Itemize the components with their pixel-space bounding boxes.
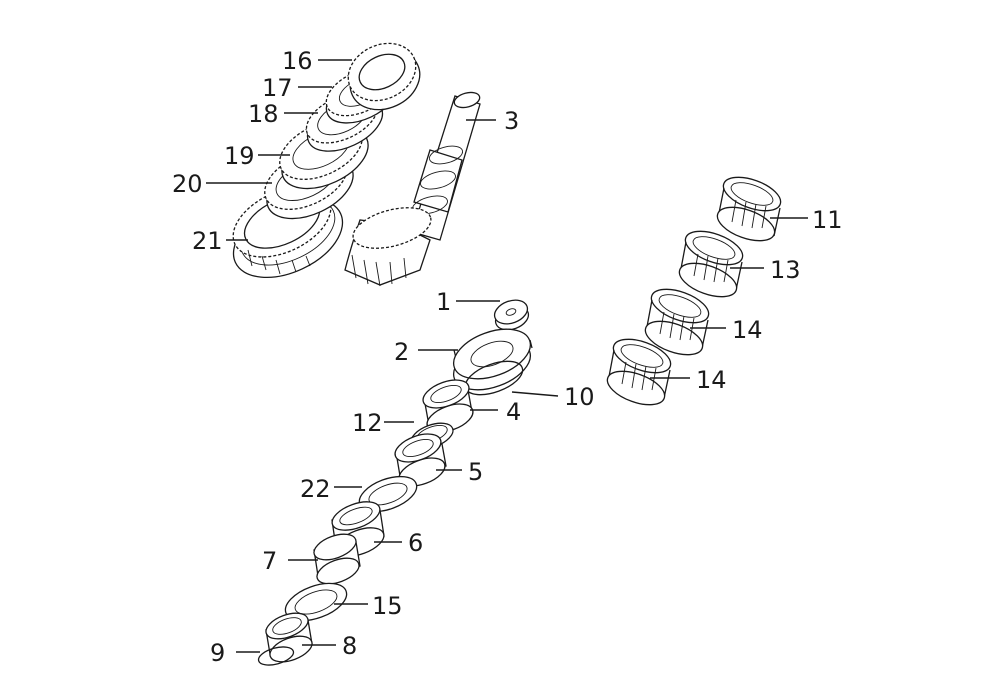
callout-12: 12	[352, 409, 383, 437]
part-14-needle-bearing-lower	[606, 338, 672, 406]
callout-13: 13	[770, 256, 801, 284]
leader-lines	[206, 59, 808, 653]
callout-3: 3	[504, 107, 519, 135]
callout-19: 19	[224, 142, 255, 170]
part-5-bushing	[394, 433, 447, 487]
callout-17: 17	[262, 74, 293, 102]
part-9-clip	[257, 646, 295, 666]
callout-15: 15	[372, 592, 403, 620]
callout-4: 4	[506, 398, 521, 426]
callout-20: 20	[172, 170, 203, 198]
part-11-needle-bearing	[716, 176, 782, 242]
part-16-gear	[347, 42, 421, 111]
callout-7: 7	[262, 547, 277, 575]
part-2-flange	[453, 328, 533, 391]
callout-8: 8	[342, 632, 357, 660]
callout-18: 18	[248, 100, 279, 128]
callout-9: 9	[210, 639, 225, 667]
callout-14-upper: 14	[732, 316, 763, 344]
part-14-needle-bearing-upper	[644, 288, 710, 356]
callout-21: 21	[192, 227, 223, 255]
callout-14-lower: 14	[696, 366, 727, 394]
callout-1: 1	[436, 288, 451, 316]
callout-6: 6	[408, 529, 423, 557]
gear-stack	[232, 42, 421, 279]
callout-16: 16	[282, 47, 313, 75]
part-1-washer	[493, 299, 530, 331]
callout-5: 5	[468, 458, 483, 486]
part-15-washer	[284, 582, 348, 622]
part-3-shaft	[344, 91, 481, 287]
part-4-bushing	[422, 379, 474, 433]
callout-22: 22	[300, 475, 331, 503]
part-13-needle-bearing	[678, 230, 744, 298]
callout-11: 11	[812, 206, 843, 234]
callout-labels: 16 17 18 19 20 21 3 1 2 10 4 12 5 22 6 7…	[172, 47, 843, 667]
callout-10: 10	[564, 383, 595, 411]
callout-2: 2	[394, 338, 409, 366]
part-7-sleeve	[313, 533, 361, 585]
